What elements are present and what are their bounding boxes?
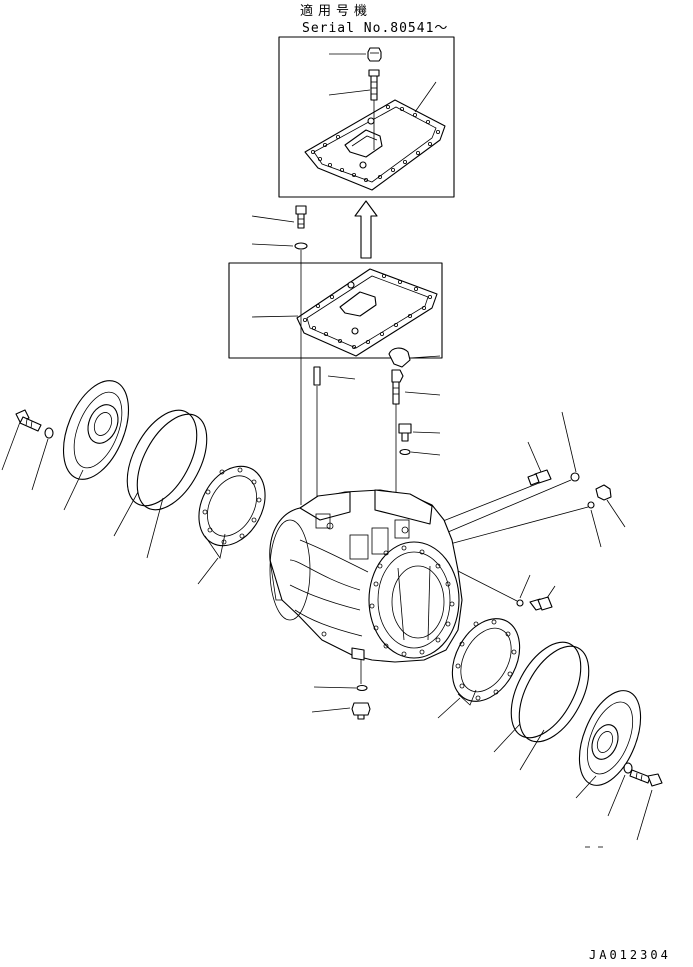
left-shim-plate-icon — [197, 465, 266, 585]
cover-bolt-icon — [295, 205, 307, 229]
plug-icon — [398, 423, 441, 442]
cover-bolt-holes — [310, 105, 440, 182]
cover-plate-upper-icon — [304, 99, 446, 191]
serial-number-label: Serial No.80541～ — [302, 21, 449, 36]
arrow-up-icon — [354, 200, 378, 259]
washer-icon — [294, 242, 308, 250]
right-shim-plate-icon — [437, 618, 521, 719]
axle-housing-icon — [269, 489, 463, 663]
left-bolt-icon — [1, 409, 42, 471]
o-ring-bottom-icon — [356, 684, 368, 692]
o-ring-small-icon — [399, 448, 411, 456]
elbow-fitting-icon — [595, 484, 626, 528]
seal-ring-icon — [570, 472, 580, 482]
right-washer-icon — [623, 762, 633, 774]
right-end-cover-icon — [575, 690, 642, 799]
left-end-cover-icon — [62, 380, 130, 511]
o-ring-right-icon — [587, 501, 595, 509]
applicable-model-label: 適用号機 — [300, 4, 373, 19]
left-o-ring-outer-icon — [113, 409, 208, 559]
breather-cap-icon — [367, 47, 382, 62]
upper-inset-box — [278, 36, 455, 198]
cover-plate-middle-icon — [296, 268, 438, 357]
o-ring-drain-icon — [516, 599, 524, 607]
hose-fitting-icon — [391, 369, 441, 505]
right-o-ring-outer-icon — [493, 641, 590, 771]
drawing-code: JA012304 — [589, 948, 671, 962]
bottom-plug-icon — [311, 702, 371, 720]
right-bolt-icon — [629, 769, 663, 841]
middle-inset-box — [228, 262, 443, 359]
drain-plug-icon — [529, 585, 556, 611]
dowel-pin-icon — [313, 366, 356, 505]
breather-elbow-icon — [388, 347, 441, 368]
right-fitting-bolt-icon — [432, 441, 552, 526]
nipple-icon — [368, 69, 380, 101]
left-washer-icon — [44, 427, 54, 439]
